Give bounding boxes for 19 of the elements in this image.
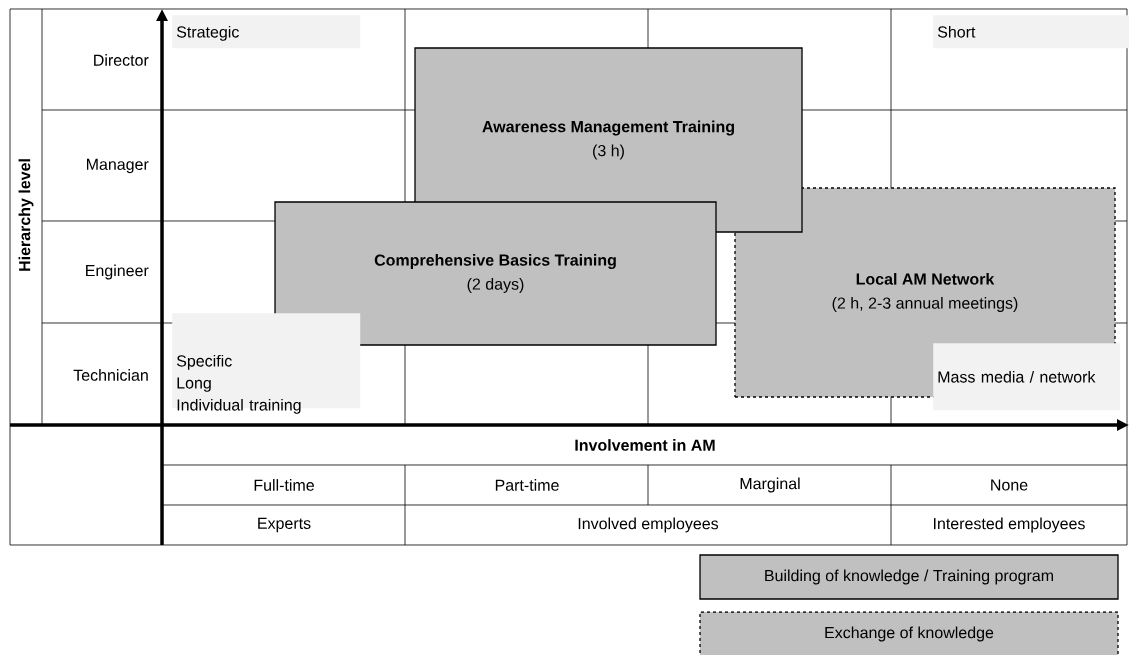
note-label: Short bbox=[933, 15, 1129, 49]
note-label: Strategic bbox=[172, 15, 361, 49]
column-label: Involved employees bbox=[578, 517, 719, 533]
legend-item: Exchange of knowledge bbox=[699, 611, 1119, 655]
column-label: Interested employees bbox=[934, 517, 1085, 533]
training-box: Comprehensive Basics Training (2 days) bbox=[274, 201, 717, 346]
axis-title: Hierarchy level bbox=[18, 159, 34, 271]
row-label: Director bbox=[94, 54, 149, 66]
column-label: Marginal bbox=[740, 477, 800, 493]
axis-title: Involvement in AM bbox=[575, 439, 715, 451]
column-label: Full-time bbox=[254, 479, 314, 491]
note-label: Mass media / network bbox=[933, 343, 1121, 411]
column-label: Experts bbox=[258, 517, 311, 533]
legend-item: Building of knowledge / Training program bbox=[699, 554, 1119, 600]
column-label: Part-time bbox=[495, 479, 559, 491]
row-label: Engineer bbox=[86, 264, 149, 280]
column-label: None bbox=[991, 479, 1028, 491]
row-label: Manager bbox=[87, 158, 149, 174]
row-label: Technician bbox=[73, 369, 148, 381]
